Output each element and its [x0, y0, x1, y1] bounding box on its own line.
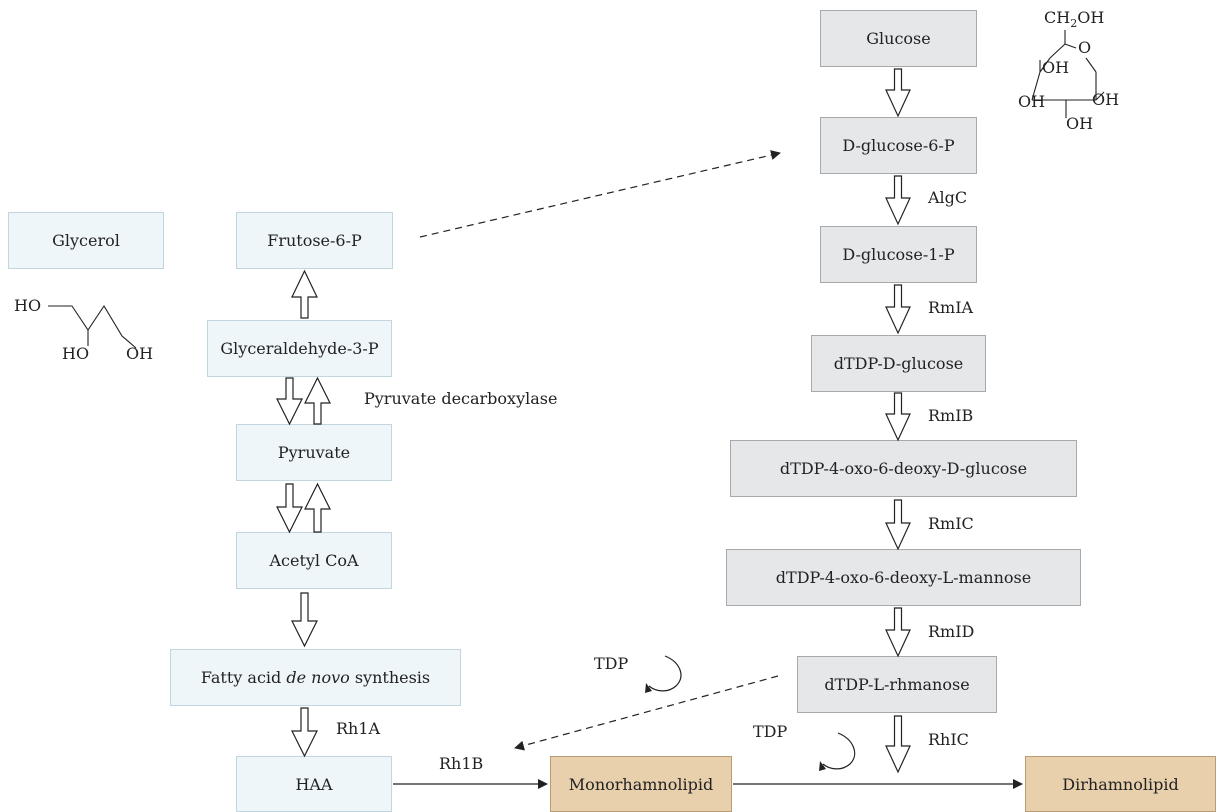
dirhamnolipid-box: Dirhamnolipid — [1025, 756, 1216, 812]
hollow-arrow-down — [885, 284, 911, 335]
dtdp-4-oxo-6-deoxy-d-glucose-box: dTDP-4-oxo-6-deoxy-D-glucose — [730, 440, 1077, 497]
d-glucose-1-p-box: D-glucose-1-P — [820, 226, 977, 283]
pyruvate-decarboxylase-label: Pyruvate decarboxylase — [364, 389, 558, 408]
rh1a-label: Rh1A — [336, 719, 381, 738]
dtdp-4-oxo-6-deoxy-d-glucose-label: dTDP-4-oxo-6-deoxy-D-glucose — [779, 459, 1028, 478]
rmlb-label: RmIB — [928, 406, 974, 425]
dashed-arrow-rhamnose-to-haa — [514, 675, 779, 751]
hollow-arrow-down — [291, 707, 318, 758]
glucose-label: Glucose — [866, 29, 931, 48]
d-glucose-1-p-label: D-glucose-1-P — [842, 245, 955, 264]
hollow-arrow-up — [304, 482, 331, 533]
glucose-box: Glucose — [820, 10, 977, 67]
rhlc-label: RhIC — [928, 730, 969, 749]
hollow-arrow-down — [885, 499, 911, 551]
tdp-label-2: TDP — [753, 722, 788, 741]
hollow-arrow-down — [885, 68, 911, 118]
tdp-label-1: TDP — [594, 654, 629, 673]
d-glucose-6-p-label: D-glucose-6-P — [842, 136, 955, 155]
monorhamnolipid-box: Monorhamnolipid — [550, 756, 732, 812]
tdp-curved-arrow — [822, 732, 856, 770]
pyruvate-label: Pyruvate — [277, 443, 351, 462]
glycerol-bonds — [48, 304, 137, 349]
hollow-arrow-down — [885, 715, 911, 774]
tdp-curved-arrow — [648, 655, 682, 692]
hollow-arrow-down — [885, 175, 911, 226]
acetyl-coa-box: Acetyl CoA — [236, 532, 392, 589]
glyceraldehyde-3-p-label: Glyceraldehyde-3-P — [220, 339, 379, 358]
hollow-arrow-down — [291, 592, 318, 648]
dtdp-d-glucose-box: dTDP-D-glucose — [811, 335, 986, 392]
dtdp-4-oxo-6-deoxy-l-mannose-label: dTDP-4-oxo-6-deoxy-L-mannose — [775, 568, 1032, 587]
dtdp-l-rhamnose-label: dTDP-L-rhmanose — [824, 675, 970, 694]
rmld-label: RmID — [928, 622, 975, 641]
hollow-arrow-up — [291, 269, 318, 319]
fatty-acid-synthesis-label: Fatty acid de novo synthesis — [200, 668, 431, 687]
glycerol-box: Glycerol — [8, 212, 164, 269]
glycerol-ho-top: HO — [14, 296, 42, 315]
dirhamnolipid-label: Dirhamnolipid — [1062, 774, 1179, 794]
rmla-label: RmIA — [928, 298, 974, 317]
pyruvate-box: Pyruvate — [236, 424, 392, 481]
glycerol-ho-bottom: HO — [62, 344, 90, 363]
dtdp-l-rhamnose-box: dTDP-L-rhmanose — [797, 656, 997, 713]
algc-label: AlgC — [928, 188, 968, 207]
glycerol-oh: OH — [126, 344, 154, 363]
glucose-ring-o: O — [1078, 38, 1092, 57]
glucose-oh-left: OH — [1018, 92, 1046, 111]
haa-label: HAA — [295, 774, 333, 794]
dtdp-d-glucose-label: dTDP-D-glucose — [833, 354, 964, 373]
dtdp-4-oxo-6-deoxy-l-mannose-box: dTDP-4-oxo-6-deoxy-L-mannose — [726, 549, 1081, 606]
hollow-arrow-down — [276, 483, 303, 534]
haa-box: HAA — [236, 756, 392, 812]
fatty-acid-synthesis-box: Fatty acid de novo synthesis — [170, 649, 461, 706]
glucose-oh-bottom: OH — [1066, 114, 1094, 133]
d-glucose-6-p-box: D-glucose-6-P — [820, 117, 977, 174]
monorhamnolipid-label: Monorhamnolipid — [568, 774, 714, 794]
dashed-arrow-frutose-to-glucose6p — [419, 150, 781, 238]
hollow-arrow-down — [885, 607, 911, 658]
acetyl-coa-label: Acetyl CoA — [269, 551, 359, 570]
rmlc-label: RmIC — [928, 514, 974, 533]
glycerol-label: Glycerol — [52, 231, 120, 250]
glucose-oh-top: OH — [1042, 58, 1070, 77]
rh1b-label: Rh1B — [439, 754, 484, 773]
hollow-arrow-down — [885, 392, 911, 442]
glucose-oh-right: OH — [1092, 90, 1120, 109]
glucose-ch2oh: CH2OH — [1044, 8, 1105, 31]
frutose-6-p-box: Frutose-6-P — [236, 212, 393, 269]
hollow-arrow-up — [304, 376, 331, 425]
frutose-6-p-label: Frutose-6-P — [267, 231, 362, 250]
hollow-arrow-down — [276, 377, 303, 426]
glyceraldehyde-3-p-box: Glyceraldehyde-3-P — [207, 320, 392, 377]
